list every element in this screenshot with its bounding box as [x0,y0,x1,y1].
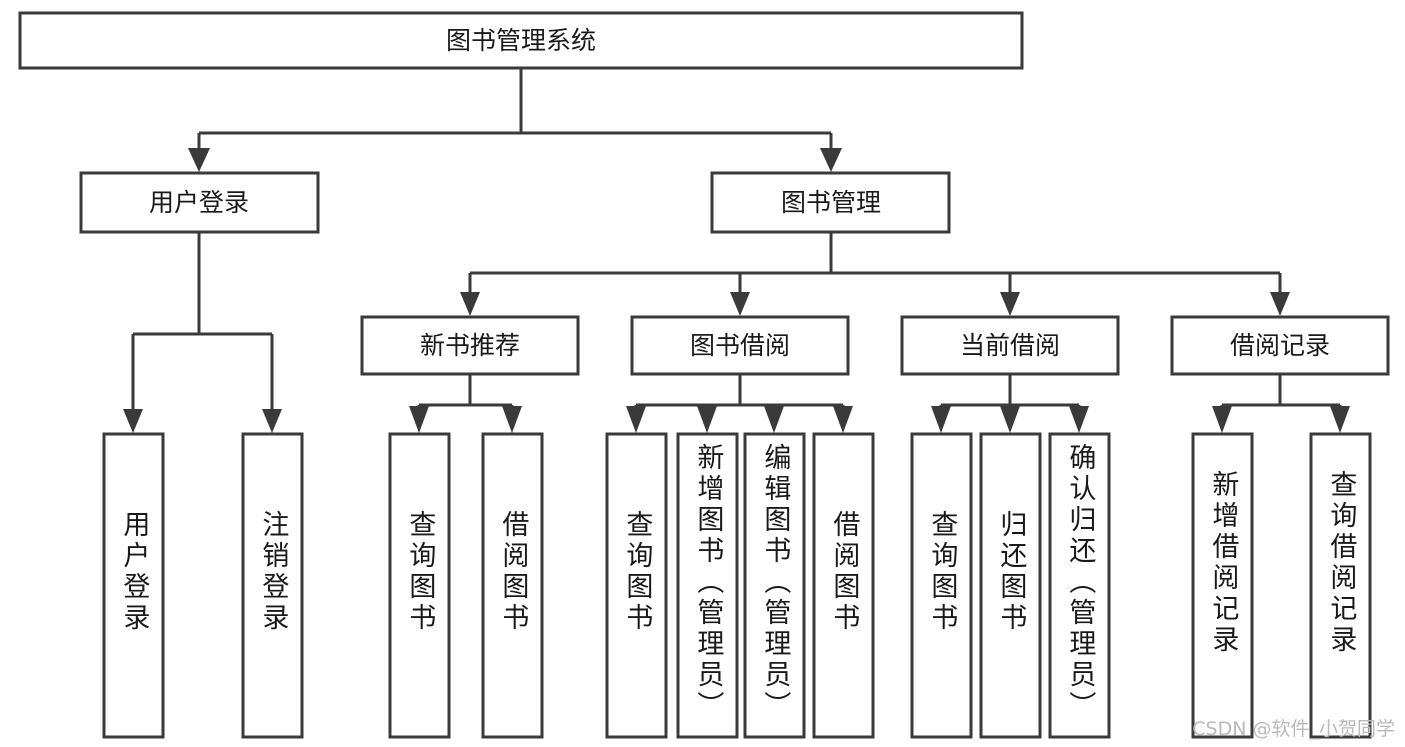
node-root-label: 图书管理系统 [446,26,596,55]
node-new-book-label: 新书推荐 [420,331,520,360]
node-book-management[interactable]: 图书管理 [710,171,951,234]
connector-current-borrow-branch [931,374,1089,433]
leaf-box-borrow-record-0[interactable] [1191,432,1254,739]
arrowhead-book-borrow-leaf-2 [764,406,784,433]
leaf-box-current-borrow-0[interactable] [910,432,973,739]
connector-new-book-branch [409,374,522,433]
connector-book-borrow-branch [626,374,853,433]
arrowhead-book-borrow [730,292,750,316]
node-current-borrow-box [900,315,1120,376]
leaf-box-borrow-record-1[interactable] [1309,432,1372,739]
arrowhead-book-borrow-leaf-1 [697,406,717,433]
arrowhead-user-login [188,148,210,172]
leaf-box-book-borrow-2[interactable] [743,432,806,739]
arrowhead-new-book-leaf-1 [502,406,522,433]
node-new-book-box [360,315,580,376]
node-book-borrow-label: 图书借阅 [690,331,790,360]
leaf-box-book-borrow-0[interactable] [605,432,668,739]
arrowhead-new-book [460,292,480,316]
connector-root-to-level2 [188,68,842,172]
node-root[interactable]: 图书管理系统 [18,11,1024,70]
leaf-box-new-book-0[interactable] [388,432,451,739]
arrowhead-current-borrow-leaf-2 [1069,406,1089,433]
node-book-management-box [710,171,951,234]
arrowhead-borrow-record-leaf-0 [1212,406,1232,433]
arrowhead-book-borrow-leaf-0 [626,406,646,433]
arrowhead-current-borrow [1000,292,1020,316]
arrowhead-user-login-leaf-1 [262,409,282,433]
leaf-box-current-borrow-2[interactable] [1048,432,1111,739]
arrowhead-book-mgmt [820,148,842,172]
arrowhead-book-borrow-leaf-3 [833,406,853,433]
node-book-borrow[interactable]: 图书借阅 [630,315,850,376]
node-borrow-record-box [1170,315,1390,376]
leaf-box-new-book-1[interactable] [481,432,544,739]
connector-book-mgmt-branch [460,232,1290,316]
arrowhead-borrow-record-leaf-1 [1330,406,1350,433]
node-user-login[interactable]: 用户登录 [79,171,320,234]
arrowhead-user-login-leaf-0 [123,409,143,433]
arrowhead-new-book-leaf-0 [409,406,429,433]
leaf-box-current-borrow-1[interactable] [979,432,1042,739]
leaf-box-user-login-1[interactable] [241,432,304,739]
leaf-box-book-borrow-3[interactable] [812,432,875,739]
node-borrow-record[interactable]: 借阅记录 [1170,315,1390,376]
node-user-login-label: 用户登录 [149,188,249,217]
node-current-borrow-label: 当前借阅 [960,331,1060,360]
arrowhead-current-borrow-leaf-0 [931,406,951,433]
node-current-borrow[interactable]: 当前借阅 [900,315,1120,376]
node-book-borrow-box [630,315,850,376]
csdn-watermark: CSDN @软件_小贺同学 [1192,718,1395,740]
arrowhead-current-borrow-leaf-1 [1000,406,1020,433]
leaf-box-book-borrow-1[interactable] [676,432,739,739]
node-book-management-label: 图书管理 [781,188,881,217]
arrowhead-borrow-record [1270,292,1290,316]
leaf-box-user-login-0[interactable] [102,432,165,739]
node-new-book[interactable]: 新书推荐 [360,315,580,376]
connector-borrow-record-branch [1212,374,1350,433]
node-root-box [18,11,1024,70]
connector-user-login-branch [123,232,282,433]
node-borrow-record-label: 借阅记录 [1230,331,1330,360]
